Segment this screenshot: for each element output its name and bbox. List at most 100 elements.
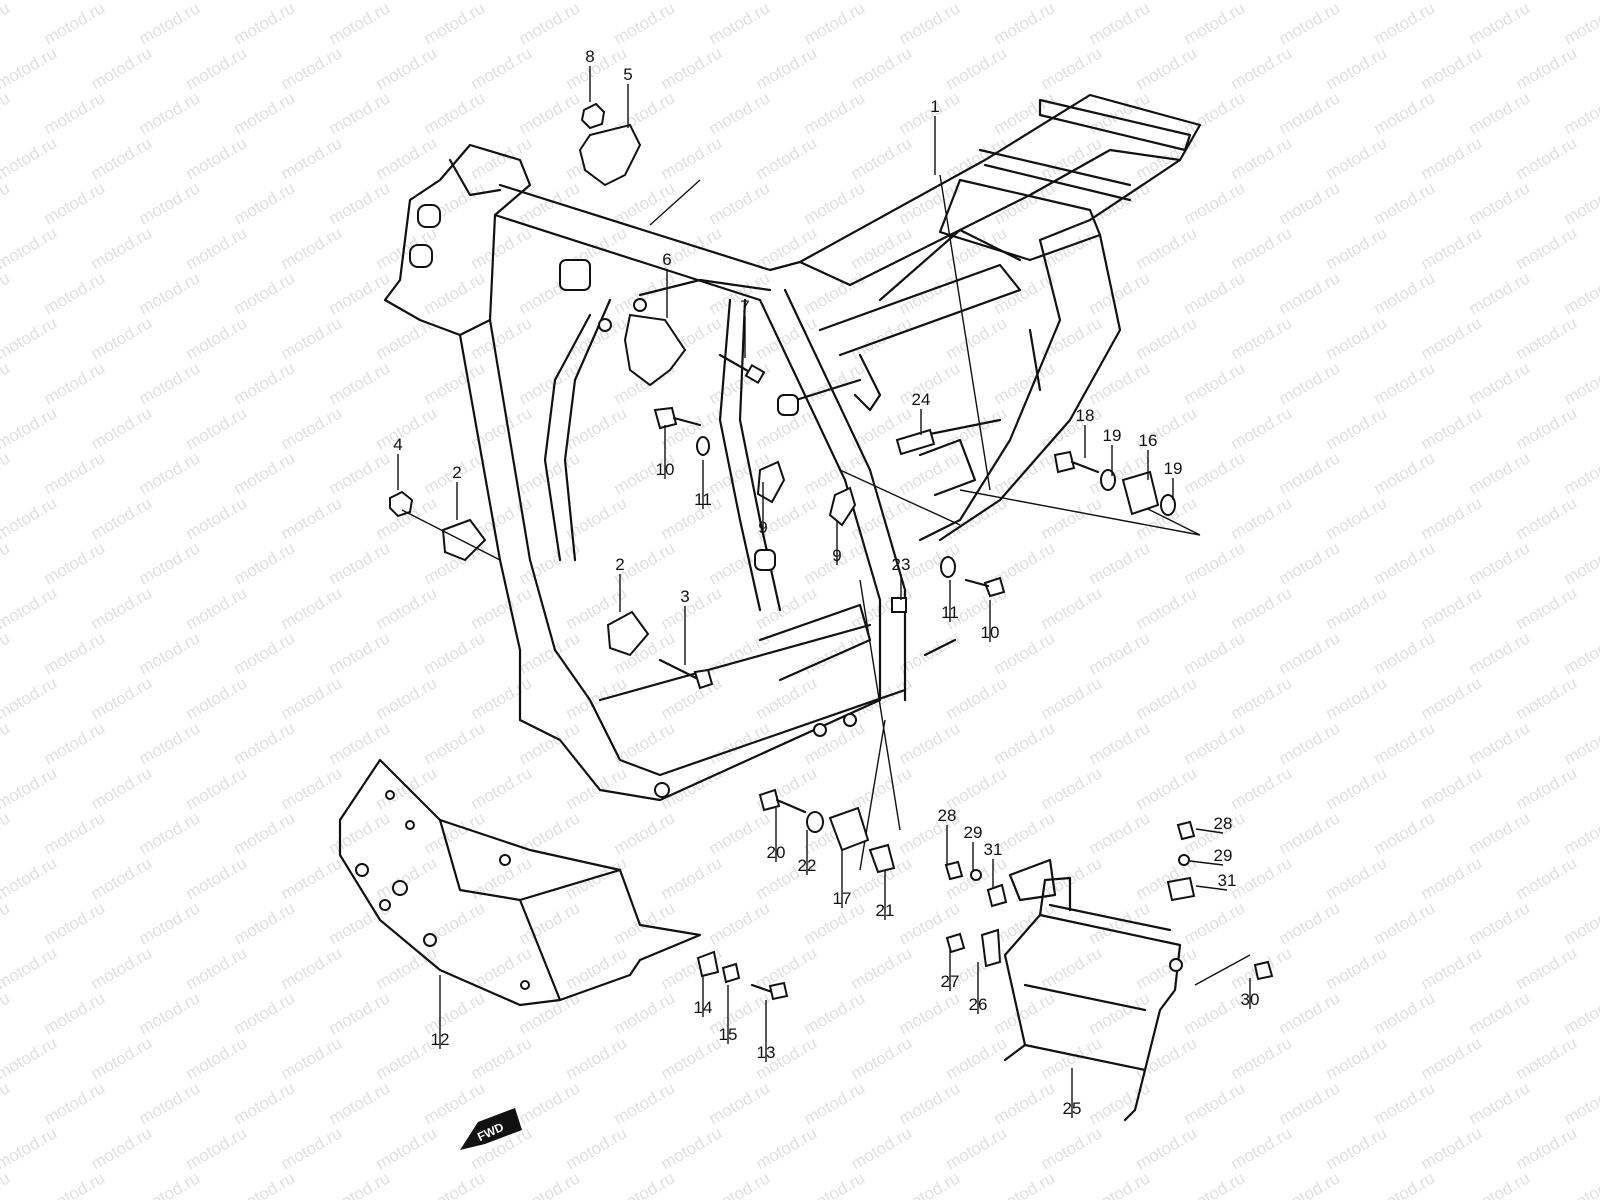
watermark-text: motod.ru [183, 1123, 251, 1173]
watermark-text: motod.ru [1371, 88, 1439, 138]
watermark-text: motod.ru [1086, 988, 1154, 1038]
watermark-text: motod.ru [991, 628, 1059, 678]
watermark-text: motod.ru [1371, 0, 1439, 48]
watermark-text: motod.ru [1276, 988, 1344, 1038]
watermark-text: motod.ru [1038, 763, 1106, 813]
watermark-text: motod.ru [183, 673, 251, 723]
watermark-text: motod.ru [183, 403, 251, 453]
watermark-text: motod.ru [136, 1168, 204, 1200]
watermark-text: motod.ru [1418, 43, 1486, 93]
watermark-text: motod.ru [1466, 0, 1534, 48]
watermark-text: motod.ru [41, 88, 109, 138]
watermark-text: motod.ru [41, 628, 109, 678]
watermark-text: motod.ru [706, 718, 774, 768]
watermark-text: motod.ru [1133, 943, 1201, 993]
watermark-text: motod.ru [801, 178, 869, 228]
watermark-text: motod.ru [1086, 1078, 1154, 1128]
watermark-text: motod.ru [1323, 853, 1391, 903]
watermark-text: motod.ru [0, 538, 13, 588]
watermark-text: motod.ru [516, 88, 584, 138]
watermark-text: motod.ru [1038, 673, 1106, 723]
watermark-text: motod.ru [706, 88, 774, 138]
watermark-text: motod.ru [563, 763, 631, 813]
watermark-text: motod.ru [1276, 448, 1344, 498]
watermark-text: motod.ru [1086, 538, 1154, 588]
watermark-text: motod.ru [848, 43, 916, 93]
watermark-text: motod.ru [611, 178, 679, 228]
watermark-text: motod.ru [0, 223, 60, 273]
watermark-text: motod.ru [1323, 313, 1391, 363]
watermark-text: motod.ru [801, 1168, 869, 1200]
callout-9: 9 [758, 518, 767, 537]
watermark-text: motod.ru [1228, 1033, 1296, 1083]
watermark-text: motod.ru [1038, 313, 1106, 363]
watermark-text: motod.ru [1228, 763, 1296, 813]
watermark-text: motod.ru [991, 898, 1059, 948]
watermark-text: motod.ru [41, 178, 109, 228]
watermark-text: motod.ru [1323, 493, 1391, 543]
watermark-text: motod.ru [1371, 808, 1439, 858]
watermark-text: motod.ru [1513, 43, 1581, 93]
watermark-text: motod.ru [0, 403, 60, 453]
watermark-text: motod.ru [516, 718, 584, 768]
watermark-text: motod.ru [468, 583, 536, 633]
callout-29: 29 [964, 823, 983, 842]
watermark-text: motod.ru [1086, 718, 1154, 768]
watermark-text: motod.ru [801, 988, 869, 1038]
watermark-text: motod.ru [1371, 628, 1439, 678]
watermark-text: motod.ru [706, 0, 774, 48]
watermark-text: motod.ru [88, 403, 156, 453]
watermark-text: motod.ru [0, 628, 13, 678]
watermark-text: motod.ru [41, 538, 109, 588]
watermark-text: motod.ru [136, 538, 204, 588]
watermark-text: motod.ru [1038, 223, 1106, 273]
watermark-text: motod.ru [563, 1033, 631, 1083]
watermark-text: motod.ru [231, 718, 299, 768]
watermark-text: motod.ru [706, 628, 774, 678]
watermark-text: motod.ru [658, 133, 726, 183]
watermark-text: motod.ru [516, 0, 584, 48]
watermark-text: motod.ru [326, 628, 394, 678]
watermark-text: motod.ru [278, 763, 346, 813]
watermark-text: motod.ru [326, 988, 394, 1038]
watermark-text: motod.ru [41, 808, 109, 858]
watermark-text: motod.ru [41, 268, 109, 318]
watermark-text: motod.ru [1466, 358, 1534, 408]
watermark-text: motod.ru [1181, 88, 1249, 138]
watermark-text: motod.ru [1371, 1168, 1439, 1200]
callout-10: 10 [656, 460, 675, 479]
watermark-text: motod.ru [278, 673, 346, 723]
watermark-text: motod.ru [1181, 268, 1249, 318]
watermark-text: motod.ru [1228, 223, 1296, 273]
watermark-text: motod.ru [183, 133, 251, 183]
watermark-text: motod.ru [0, 898, 13, 948]
watermark-text: motod.ru [943, 133, 1011, 183]
callout-31: 31 [1218, 871, 1237, 890]
watermark-text: motod.ru [848, 763, 916, 813]
watermark-text: motod.ru [0, 178, 13, 228]
watermark-text: motod.ru [0, 448, 13, 498]
watermark-text: motod.ru [326, 0, 394, 48]
watermark-text: motod.ru [183, 853, 251, 903]
watermark-text: motod.ru [1228, 313, 1296, 363]
watermark-text: motod.ru [1513, 943, 1581, 993]
watermark-text: motod.ru [326, 268, 394, 318]
watermark-text: motod.ru [1513, 223, 1581, 273]
callout-labels: 1223456789910101111121314151617181919202… [393, 47, 1259, 1118]
watermark-text: motod.ru [1466, 988, 1534, 1038]
callout-12: 12 [431, 1030, 450, 1049]
watermark-text: motod.ru [1418, 763, 1486, 813]
watermark-text: motod.ru [1466, 628, 1534, 678]
watermark-text: motod.ru [1228, 43, 1296, 93]
watermark-text: motod.ru [1038, 1123, 1106, 1173]
watermark-text: motod.ru [278, 493, 346, 543]
watermark-text: motod.ru [278, 403, 346, 453]
watermark-text: motod.ru [1181, 628, 1249, 678]
watermark-text: motod.ru [1038, 583, 1106, 633]
watermark-text: motod.ru [1418, 403, 1486, 453]
watermark-text: motod.ru [136, 898, 204, 948]
callout-20: 20 [767, 843, 786, 862]
watermark-text: motod.ru [0, 1078, 13, 1128]
watermark-text: motod.ru [1418, 673, 1486, 723]
watermark-text: motod.ru [1276, 88, 1344, 138]
